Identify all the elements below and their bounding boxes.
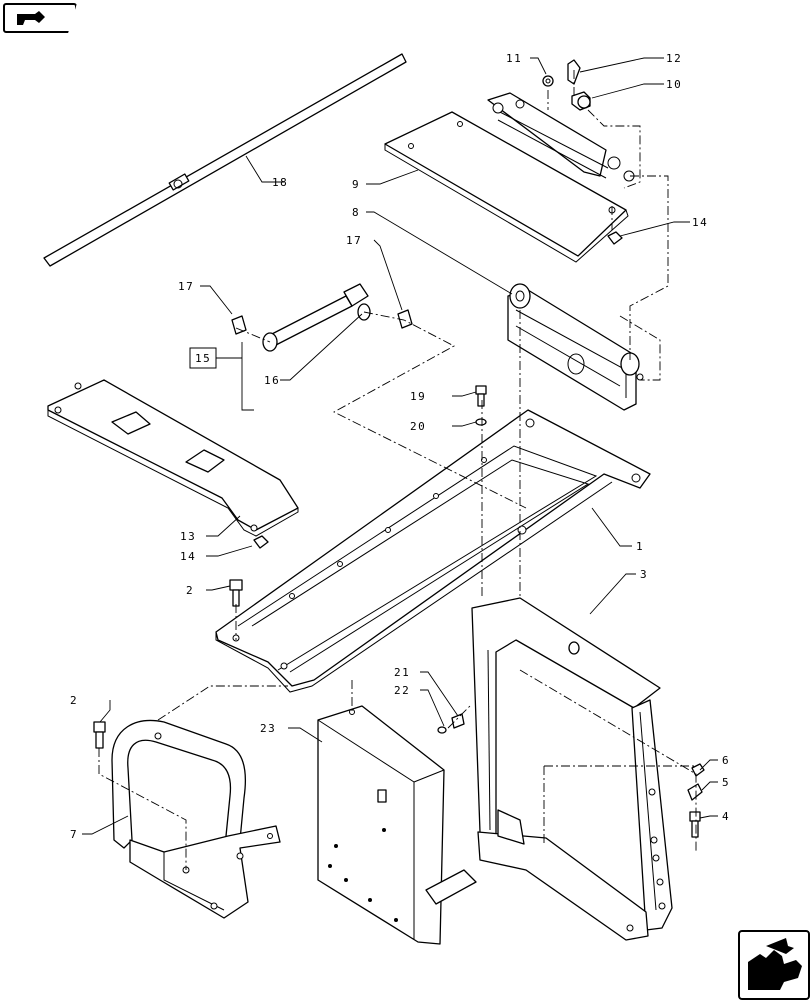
- next-page-button[interactable]: [738, 930, 810, 1000]
- cabinet-part-23: [317, 705, 477, 945]
- nut-part-14-upper: [607, 231, 623, 245]
- hand-pointer-icon: [17, 11, 45, 25]
- bolt-part-2-upper: [229, 579, 243, 607]
- nut-part-14-lower: [253, 535, 269, 549]
- bolt-part-21: [451, 713, 465, 729]
- handle-guard-part-7: [111, 719, 281, 919]
- callout-15: 15: [195, 352, 211, 365]
- callout-20: 20: [410, 420, 426, 433]
- callout-2: 2: [70, 694, 78, 707]
- callout-13: 13: [180, 530, 196, 543]
- washer-part-20: [475, 418, 487, 426]
- washer-part-11: [542, 75, 554, 87]
- hinge-bracket-part-8: [507, 283, 644, 411]
- callout-17: 17: [346, 234, 362, 247]
- strap-part-18: [43, 53, 407, 267]
- ball-stud-part-17-right: [397, 309, 413, 329]
- callout-16: 16: [264, 374, 280, 387]
- bolt-part-19: [475, 385, 487, 407]
- callout-10: 10: [666, 78, 682, 91]
- hand-pointer-icon: [748, 938, 802, 990]
- callout-8: 8: [352, 206, 360, 219]
- callout-21: 21: [394, 666, 410, 679]
- nut-part-6: [691, 763, 705, 777]
- callout-14: 14: [180, 550, 196, 563]
- frame-part-1: [215, 409, 651, 693]
- leader-lines: [82, 57, 718, 835]
- callout-22: 22: [394, 684, 410, 697]
- callout-18: 18: [272, 176, 288, 189]
- callout-7: 7: [70, 828, 78, 841]
- callout-4: 4: [722, 810, 730, 823]
- callout-23: 23: [260, 722, 276, 735]
- pin-part-10: [571, 91, 591, 111]
- washer-part-5: [687, 783, 703, 801]
- cover-plate-part-13: [47, 379, 299, 537]
- callout-5: 5: [722, 776, 730, 789]
- callout-12: 12: [666, 52, 682, 65]
- callout-labels: 1 2 2 3 4 5 6 7 8 9 10 11 12 13 14 14 15…: [70, 52, 730, 841]
- callout-1: 1: [636, 540, 644, 553]
- callout-19: 19: [410, 390, 426, 403]
- bolt-part-4: [689, 811, 701, 838]
- callout-2: 2: [186, 584, 194, 597]
- callout-14: 14: [692, 216, 708, 229]
- washer-part-22: [437, 726, 447, 734]
- callout-3: 3: [640, 568, 648, 581]
- bolt-part-2-lower: [93, 721, 106, 749]
- callout-9: 9: [352, 178, 360, 191]
- assembly-centerlines: [98, 70, 697, 870]
- hinged-plate-part-9: [384, 92, 635, 263]
- support-stand-part-3: [471, 597, 673, 941]
- callout-11: 11: [506, 52, 522, 65]
- gas-strut-part-16: [262, 283, 371, 352]
- ball-stud-part-17-left: [231, 315, 247, 335]
- previous-page-button[interactable]: [3, 3, 77, 33]
- callout-17: 17: [178, 280, 194, 293]
- callout-6: 6: [722, 754, 730, 767]
